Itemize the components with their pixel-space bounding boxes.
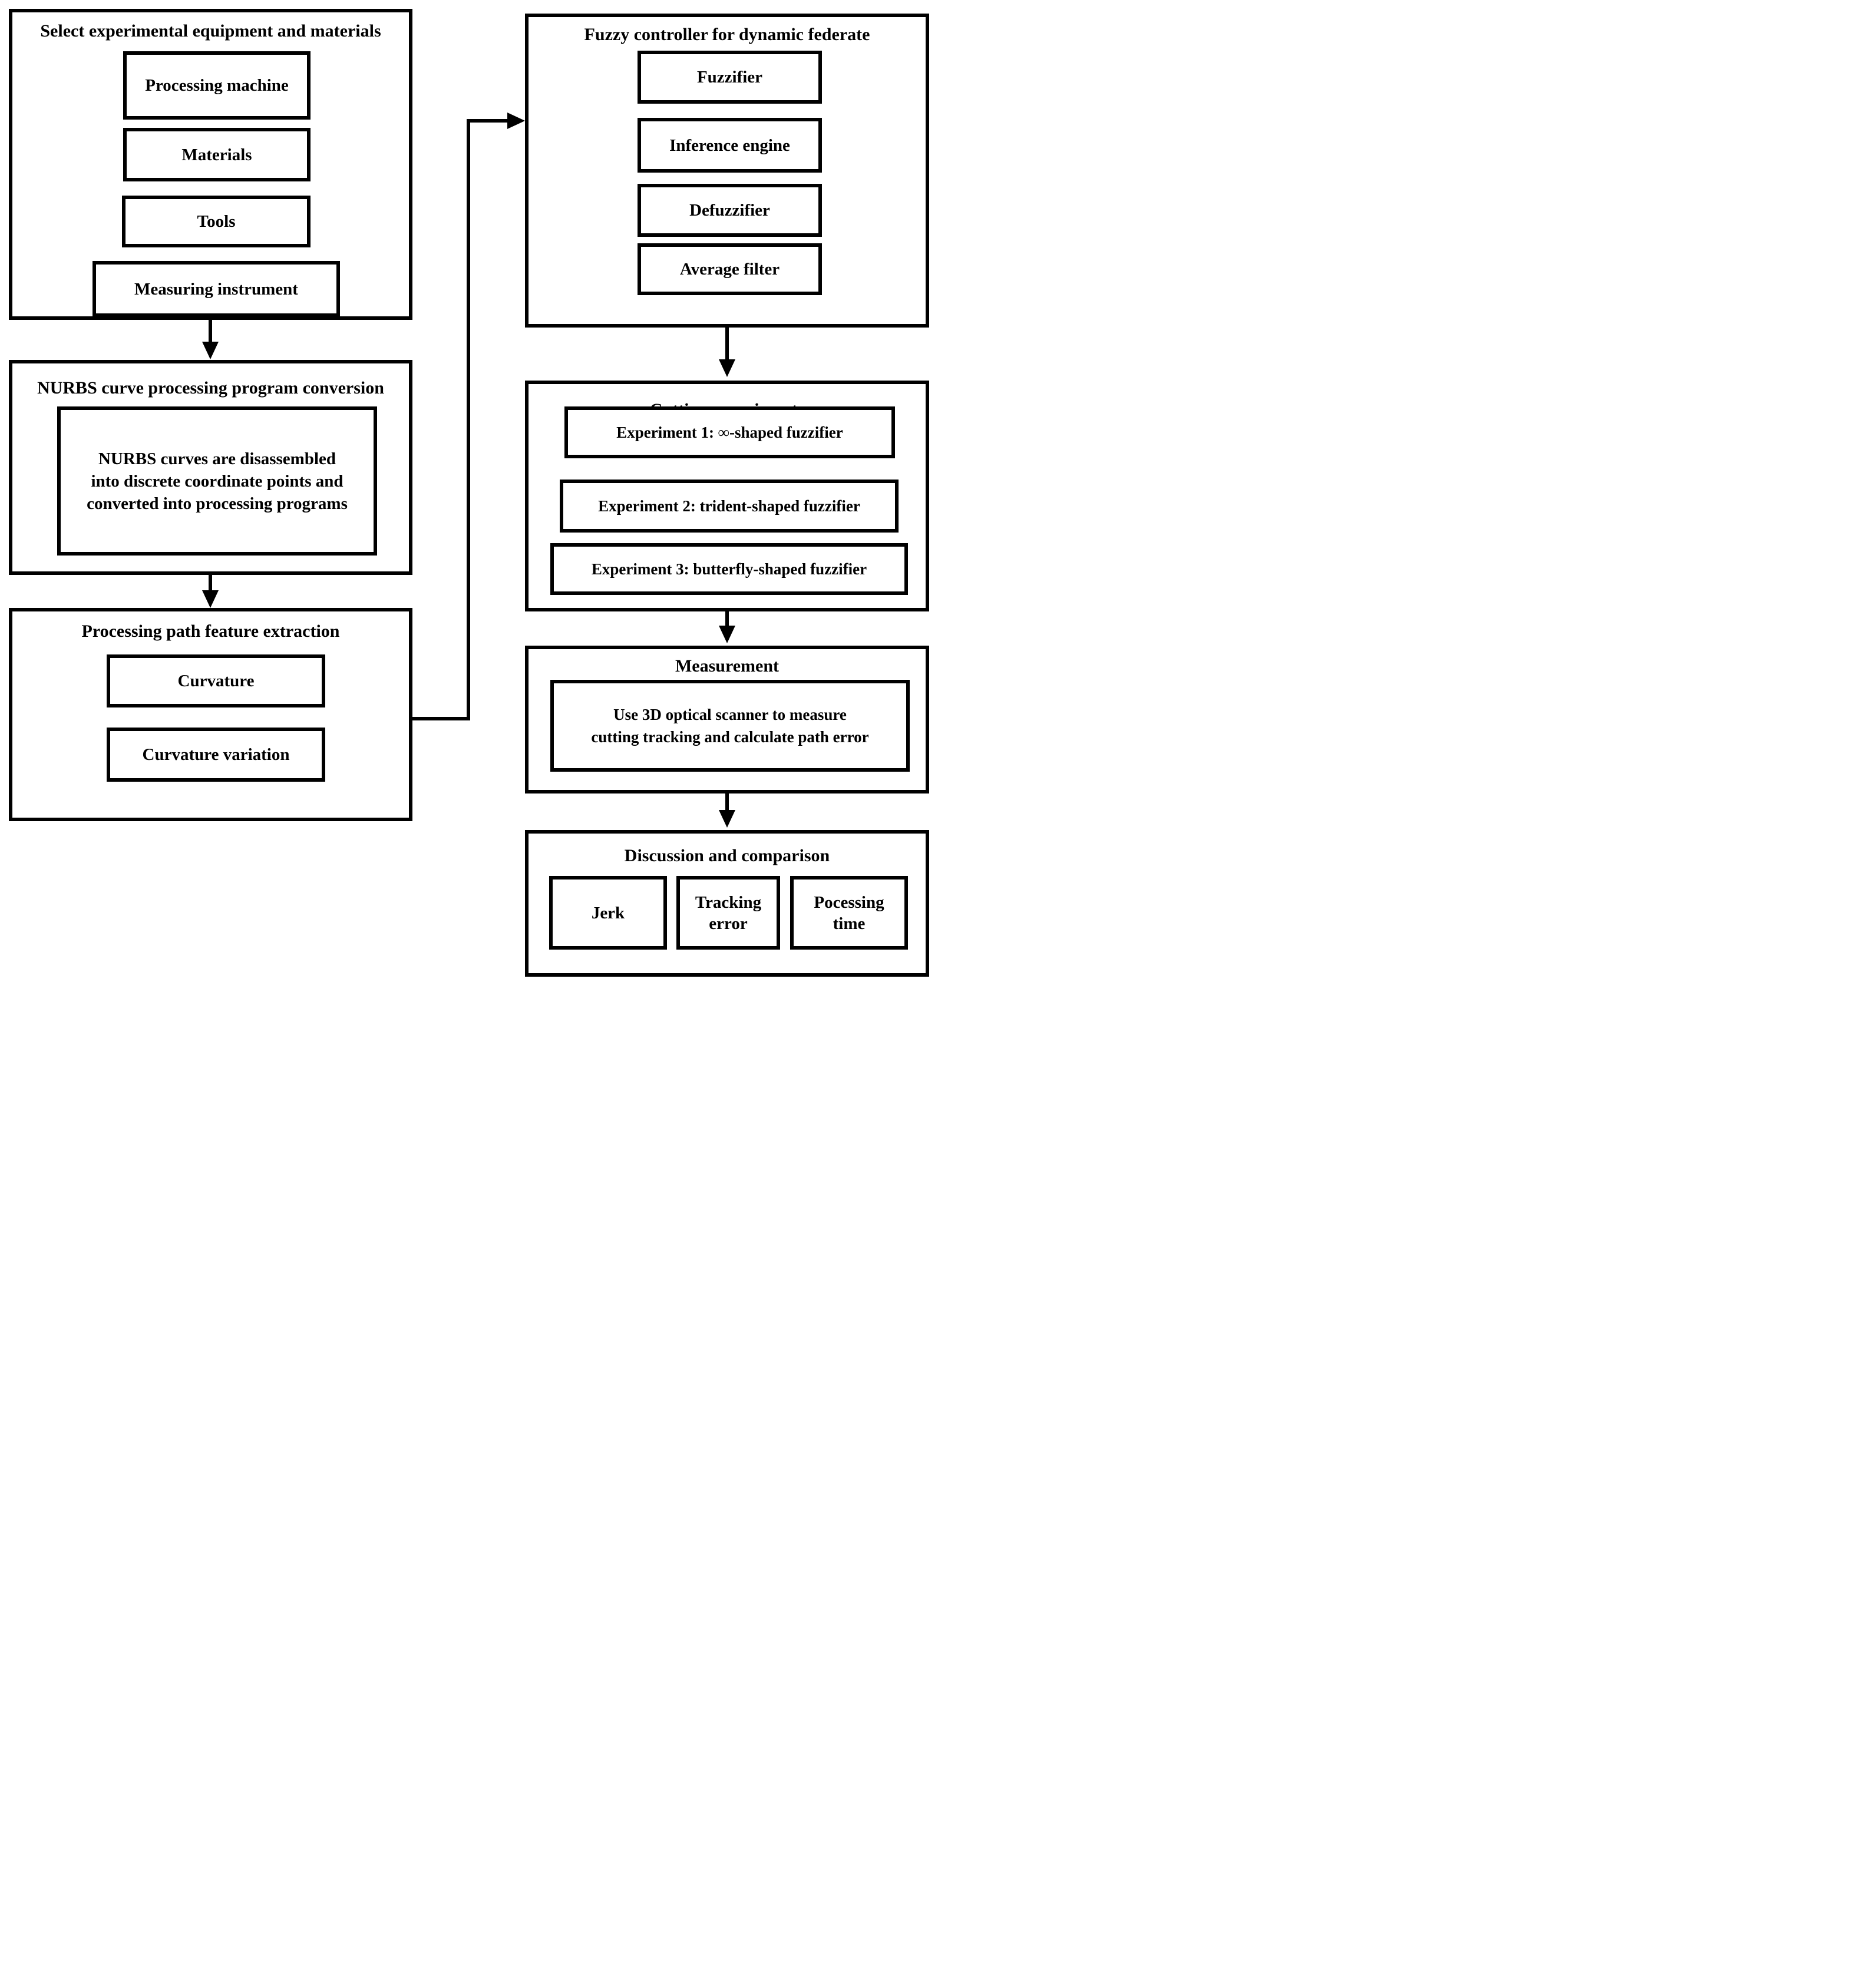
arrow-head-fuzzy-to-experiments xyxy=(719,359,735,377)
experiment-2: Experiment 2: trident-shaped fuzzifier xyxy=(560,480,899,533)
measurement-body-line-1: Use 3D optical scanner to measure xyxy=(613,706,847,723)
discussion-item-jerk: Jerk xyxy=(549,876,667,950)
nurbs-conversion-body: NURBS curves are disassembled into discr… xyxy=(57,406,377,556)
connector-vertical xyxy=(467,119,470,720)
feature-item-curvature: Curvature xyxy=(107,654,325,707)
nurbs-conversion-title: NURBS curve processing program conversio… xyxy=(37,378,384,398)
feature-extraction-title: Processing path feature extraction xyxy=(81,621,340,641)
nurbs-body-line-3: converted into processing programs xyxy=(87,494,348,513)
connector-horizontal-top xyxy=(467,119,507,123)
arrow-head-features-to-fuzzy xyxy=(507,113,525,129)
equipment-item-processing-machine: Processing machine xyxy=(123,51,311,120)
equipment-box: Select experimental equipment and materi… xyxy=(9,9,412,320)
nurbs-body-line-2: into discrete coordinate points and xyxy=(91,471,344,491)
arrow-stem-equipment-to-nurbs xyxy=(209,320,212,342)
fuzzy-controller-box: Fuzzy controller for dynamic federate Fu… xyxy=(525,14,929,328)
fuzzy-controller-title: Fuzzy controller for dynamic federate xyxy=(584,25,870,44)
experiment-1: Experiment 1: ∞-shaped fuzzifier xyxy=(564,406,895,458)
arrow-stem-experiments-to-measurement xyxy=(725,611,729,626)
measurement-title: Measurement xyxy=(675,656,780,676)
equipment-title: Select experimental equipment and materi… xyxy=(40,21,381,41)
discussion-item-pocessing-time: Pocessing time xyxy=(790,876,908,950)
arrow-head-measurement-to-discussion xyxy=(719,810,735,828)
nurbs-conversion-box: NURBS curve processing program conversio… xyxy=(9,360,412,575)
feature-item-curvature-variation: Curvature variation xyxy=(107,728,325,782)
arrow-head-equipment-to-nurbs xyxy=(202,342,219,359)
fuzzy-item-defuzzifier: Defuzzifier xyxy=(638,184,822,237)
measurement-body: Use 3D optical scanner to measure cuttin… xyxy=(550,680,910,772)
arrow-head-nurbs-to-features xyxy=(202,590,219,608)
connector-horizontal-bottom xyxy=(412,717,468,720)
measurement-box: Measurement Use 3D optical scanner to me… xyxy=(525,646,929,793)
fuzzy-item-fuzzifier: Fuzzifier xyxy=(638,51,822,104)
equipment-item-tools: Tools xyxy=(122,196,311,247)
discussion-item-tracking-error: Tracking error xyxy=(676,876,780,950)
flowchart-canvas: Select experimental equipment and materi… xyxy=(0,0,938,982)
cutting-experiments-box: Cutting experiments Experiment 1: ∞-shap… xyxy=(525,381,929,611)
equipment-item-measuring-instrument: Measuring instrument xyxy=(93,261,340,317)
arrow-stem-measurement-to-discussion xyxy=(725,793,729,810)
nurbs-body-line-1: NURBS curves are disassembled xyxy=(98,449,336,468)
fuzzy-item-average-filter: Average filter xyxy=(638,243,822,295)
arrow-stem-fuzzy-to-experiments xyxy=(725,328,729,359)
feature-extraction-box: Processing path feature extraction Curva… xyxy=(9,608,412,821)
equipment-item-materials: Materials xyxy=(123,128,311,181)
arrow-head-experiments-to-measurement xyxy=(719,626,735,643)
discussion-title: Discussion and comparison xyxy=(624,846,830,865)
discussion-box: Discussion and comparison Jerk Tracking … xyxy=(525,830,929,977)
measurement-body-line-2: cutting tracking and calculate path erro… xyxy=(591,728,869,746)
arrow-stem-nurbs-to-features xyxy=(209,575,212,590)
experiment-3: Experiment 3: butterfly-shaped fuzzifier xyxy=(550,543,908,595)
fuzzy-item-inference-engine: Inference engine xyxy=(638,118,822,173)
